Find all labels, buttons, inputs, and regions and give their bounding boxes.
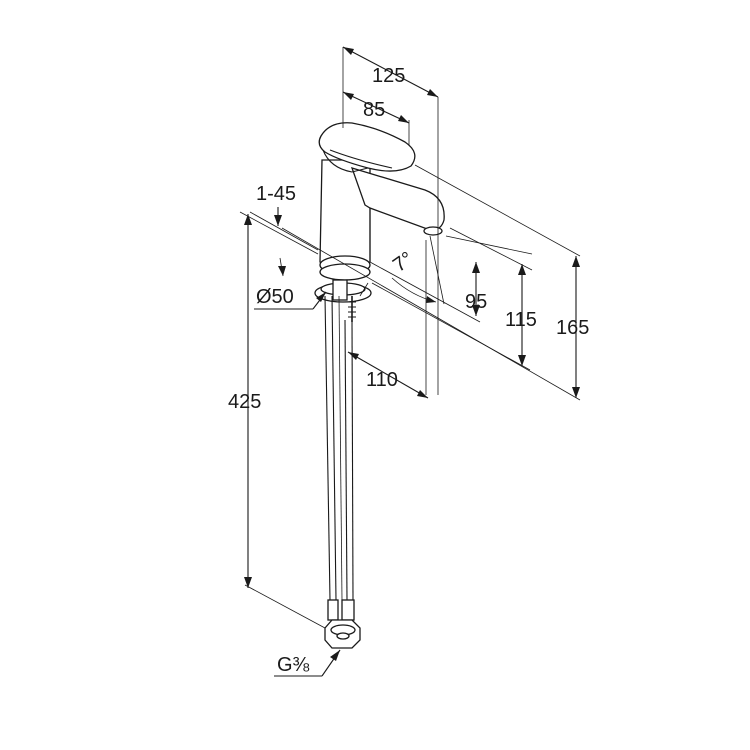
dimension-125: 125 [342,46,439,395]
hose-fitting-right [341,599,355,621]
lever-handle [318,122,416,172]
rod-thread-1 [348,301,356,318]
spout-aerator [423,226,443,236]
hose-left-inner [331,295,337,601]
dim-85-label: 85 [363,99,385,121]
faucet-body [318,122,445,281]
mounting-stud [332,279,348,301]
dimension-165: 165 [281,164,589,401]
hose-right-outer [351,319,354,601]
dimension-1-45: 1-45 [249,183,319,251]
dim-115-label: 115 [505,309,537,331]
fitting-nut-bore [336,632,350,640]
dim-1-45-label: 1-45 [256,183,296,205]
dimension-110: 110 [347,351,429,399]
thread-label: G⅜ [277,654,310,676]
dimension-425: 425 [228,211,326,629]
dimension-85: 85 [342,91,410,145]
base-ring-lower [319,263,371,281]
hose-mid [338,295,343,601]
dim-7-label: 7° [389,248,417,277]
dimension-115: 115 [371,227,537,371]
dim-125-label: 125 [372,65,405,87]
hose-right-inner [344,319,348,601]
dimension-diameter-50: Ø50 [254,257,369,310]
lever-base [322,149,369,173]
lever-top-edge [329,149,393,169]
hose-fitting-left [327,599,339,621]
supply-hoses [324,295,361,649]
dim-50-label: Ø50 [256,286,294,308]
hose-left-outer [324,295,331,601]
thread-callout: G⅜ [274,649,341,677]
dim-165-label: 165 [556,317,589,339]
dimension-95: 95 [369,235,533,323]
dim-95-label: 95 [465,291,487,313]
dim-110-label: 110 [366,369,398,391]
dim-425-label: 425 [228,391,261,413]
mounting-hardware [314,279,372,322]
